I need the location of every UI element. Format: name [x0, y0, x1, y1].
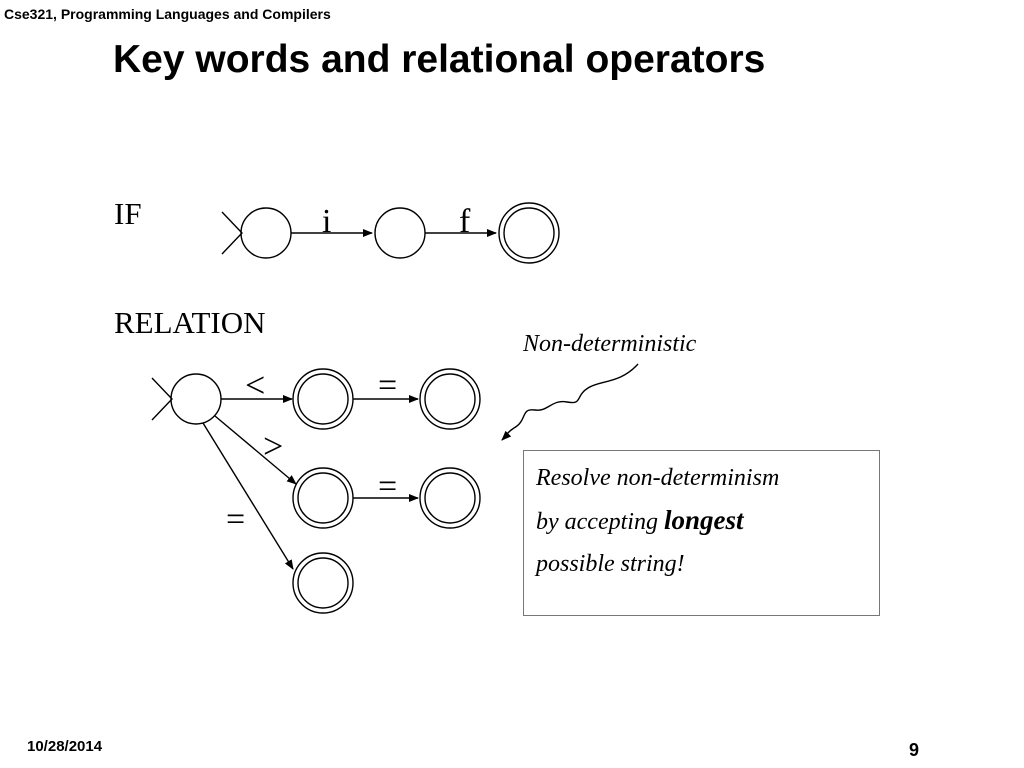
- rel-state-eq-inner: [297, 557, 349, 609]
- note-emphasis-longest: longest: [663, 505, 744, 535]
- rel-state-lt-inner: [297, 373, 349, 425]
- if-state-start: [240, 207, 292, 259]
- relation-automaton: [151, 368, 481, 614]
- label-f: f: [459, 203, 471, 240]
- label-lt: <: [245, 365, 265, 405]
- rel-state-le-inner: [424, 373, 476, 425]
- rel-state-start: [170, 373, 222, 425]
- label-gt: >: [263, 426, 283, 466]
- rel-arrow-gt: [214, 415, 297, 485]
- rel-arrow-eq: [202, 422, 294, 570]
- if-start-marker: [221, 211, 243, 255]
- rel-state-gt-outer: [292, 467, 354, 529]
- footer-date: 10/28/2014: [27, 738, 103, 755]
- rel-state-gt-inner: [297, 472, 349, 524]
- if-state-accept-outer: [498, 202, 560, 264]
- note-line-1: Resolve non-determinism: [536, 465, 780, 491]
- label-eq-after-lt: =: [378, 367, 397, 404]
- resolution-note-box: Resolve non-determinism by accepting lon…: [523, 450, 880, 616]
- label-eq-direct: =: [226, 501, 245, 538]
- rel-state-lt-outer: [292, 368, 354, 430]
- course-header: Cse321, Programming Languages and Compil…: [4, 6, 331, 22]
- nondeterministic-squiggle-arrow: [501, 363, 639, 441]
- note-line-2: by accepting longest: [536, 499, 867, 543]
- if-automaton: [221, 202, 560, 264]
- page-number: 9: [909, 740, 920, 760]
- note-line-3: possible string!: [536, 551, 685, 577]
- rel-state-eq-outer: [292, 552, 354, 614]
- label-eq-after-gt: =: [378, 468, 397, 505]
- rel-state-ge-inner: [424, 472, 476, 524]
- label-i: i: [322, 203, 331, 240]
- nondeterministic-annotation: Non-deterministic: [523, 331, 697, 357]
- relation-label: RELATION: [114, 305, 266, 340]
- rel-state-le-outer: [419, 368, 481, 430]
- note-line-2-prefix: by accepting: [536, 509, 664, 535]
- if-state-middle: [374, 207, 426, 259]
- rel-state-ge-outer: [419, 467, 481, 529]
- if-state-accept-inner: [503, 207, 555, 259]
- if-label: IF: [114, 196, 142, 231]
- slide-title: Key words and relational operators: [113, 38, 766, 81]
- rel-start-marker: [151, 377, 173, 421]
